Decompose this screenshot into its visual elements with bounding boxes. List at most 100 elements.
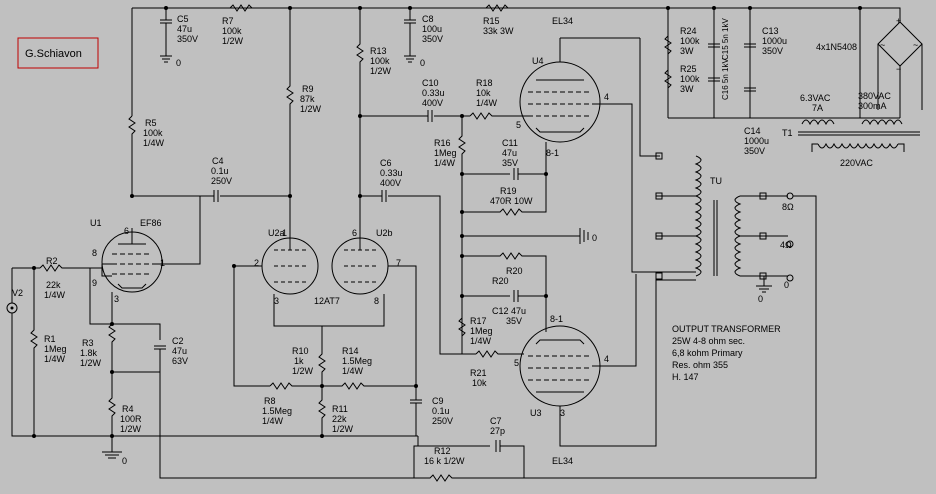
- svg-text:7A: 7A: [812, 103, 823, 113]
- svg-text:R5: R5: [145, 118, 157, 128]
- svg-text:R20: R20: [492, 276, 509, 286]
- svg-text:1Meg: 1Meg: [434, 148, 457, 158]
- svg-text:1.5Meg: 1.5Meg: [342, 356, 372, 366]
- svg-text:8Ω: 8Ω: [782, 202, 794, 212]
- title-box: G.Schiavon: [17, 37, 99, 69]
- svg-text:~: ~: [913, 40, 918, 50]
- svg-text:EF86: EF86: [140, 218, 162, 228]
- svg-text:47u: 47u: [172, 346, 187, 356]
- svg-text:U4: U4: [532, 56, 544, 66]
- svg-text:1/2W: 1/2W: [120, 424, 142, 434]
- c8-capacitor: C8 100u 350V 0: [404, 8, 443, 68]
- svg-text:1/2W: 1/2W: [222, 36, 244, 46]
- svg-text:4x1N5408: 4x1N5408: [816, 42, 857, 52]
- svg-text:0: 0: [122, 456, 127, 466]
- svg-text:100k: 100k: [680, 74, 700, 84]
- svg-text:0.1u: 0.1u: [211, 166, 229, 176]
- svg-text:U2a: U2a: [268, 228, 285, 238]
- svg-text:1/2W: 1/2W: [370, 66, 392, 76]
- svg-text:100k: 100k: [143, 128, 163, 138]
- svg-text:0: 0: [758, 294, 763, 304]
- svg-text:100R: 100R: [120, 414, 142, 424]
- svg-text:7: 7: [396, 258, 401, 268]
- svg-text:R19: R19: [500, 186, 517, 196]
- svg-text:6: 6: [352, 228, 357, 238]
- svg-text:350V: 350V: [762, 46, 783, 56]
- c5-name: C5: [177, 14, 189, 24]
- svg-text:1/2W: 1/2W: [80, 358, 102, 368]
- svg-text:1/4W: 1/4W: [44, 354, 66, 364]
- svg-text:8: 8: [374, 296, 379, 306]
- r7-label: R7 100k 1/2W: [222, 16, 244, 46]
- svg-text:H. 147: H. 147: [672, 372, 699, 382]
- svg-text:C11: C11: [502, 138, 518, 148]
- svg-text:33k 3W: 33k 3W: [483, 26, 514, 36]
- svg-text:3: 3: [274, 296, 279, 306]
- svg-text:3W: 3W: [680, 84, 694, 94]
- svg-text:47u: 47u: [502, 148, 517, 158]
- svg-text:220VAC: 220VAC: [840, 158, 873, 168]
- svg-text:0.33u: 0.33u: [422, 88, 445, 98]
- svg-text:1/4W: 1/4W: [143, 138, 165, 148]
- svg-text:35V: 35V: [502, 158, 518, 168]
- svg-text:0: 0: [784, 280, 789, 290]
- svg-text:27p: 27p: [490, 426, 505, 436]
- svg-text:1k: 1k: [294, 356, 304, 366]
- svg-text:R2: R2: [46, 256, 58, 266]
- svg-text:1Meg: 1Meg: [470, 326, 493, 336]
- svg-text:0: 0: [420, 58, 425, 68]
- output-transformer: TU 8Ω 4Ω 0 0: [524, 38, 817, 479]
- svg-text:C12 47u: C12 47u: [492, 306, 526, 316]
- svg-text:R11: R11: [332, 404, 348, 414]
- svg-text:C9: C9: [432, 396, 444, 406]
- svg-text:400V: 400V: [380, 178, 401, 188]
- svg-text:R7: R7: [222, 16, 234, 26]
- svg-text:+: +: [896, 16, 901, 26]
- power-supply: R24 100k 3W R25 100k 3W C15 5n 1kV C16 5…: [664, 8, 923, 168]
- svg-text:R3: R3: [82, 338, 94, 348]
- svg-text:EL34: EL34: [552, 456, 573, 466]
- svg-text:C6: C6: [380, 158, 392, 168]
- el34-output-stage: U4 4 5 8-1 R18 10k 1/4W R16 1Meg 1/4W C1…: [434, 37, 696, 466]
- svg-text:25W 4-8 ohm sec.: 25W 4-8 ohm sec.: [672, 336, 745, 346]
- svg-text:C14: C14: [744, 126, 761, 136]
- svg-text:R21: R21: [470, 368, 487, 378]
- svg-text:U3: U3: [530, 408, 542, 418]
- svg-text:R9: R9: [302, 84, 314, 94]
- svg-text:100k: 100k: [680, 36, 700, 46]
- svg-text:63V: 63V: [172, 356, 188, 366]
- svg-text:1.8k: 1.8k: [80, 348, 98, 358]
- svg-text:5: 5: [516, 120, 521, 130]
- svg-text:0.33u: 0.33u: [380, 168, 403, 178]
- svg-text:400V: 400V: [422, 98, 443, 108]
- svg-text:C10: C10: [422, 78, 439, 88]
- svg-text:C15 5n 1kV: C15 5n 1kV: [721, 18, 730, 60]
- svg-text:6: 6: [124, 226, 129, 236]
- svg-text:8-1: 8-1: [546, 148, 559, 158]
- svg-text:1/4W: 1/4W: [434, 158, 456, 168]
- svg-text:R4: R4: [122, 404, 134, 414]
- svg-text:10k: 10k: [472, 378, 487, 388]
- svg-text:R14: R14: [342, 346, 359, 356]
- r7-body: [229, 4, 253, 12]
- svg-text:1/2W: 1/2W: [332, 424, 354, 434]
- c5-value: 47u: [177, 24, 192, 34]
- svg-text:22k: 22k: [332, 414, 347, 424]
- svg-text:12AT7: 12AT7: [314, 296, 340, 306]
- svg-text:250V: 250V: [211, 176, 232, 186]
- svg-text:R8: R8: [264, 396, 276, 406]
- svg-text:4: 4: [604, 354, 609, 364]
- svg-text:1/4W: 1/4W: [44, 290, 66, 300]
- svg-text:V2: V2: [12, 288, 23, 298]
- c5-rating: 350V: [177, 34, 198, 44]
- svg-text:1000u: 1000u: [762, 36, 787, 46]
- svg-text:1/2W: 1/2W: [300, 104, 322, 114]
- svg-text:100k: 100k: [370, 56, 390, 66]
- ot-notes: OUTPUT TRANSFORMER 25W 4-8 ohm sec. 6,8 …: [672, 324, 781, 382]
- svg-text:R13: R13: [370, 46, 387, 56]
- ef86-stage: R5 100k 1/4W C4 0.1u 250V 6 8 1 9 3 U1 E…: [90, 8, 290, 304]
- title-text: G.Schiavon: [25, 48, 82, 60]
- svg-text:C13: C13: [762, 26, 779, 36]
- svg-text:100u: 100u: [422, 24, 442, 34]
